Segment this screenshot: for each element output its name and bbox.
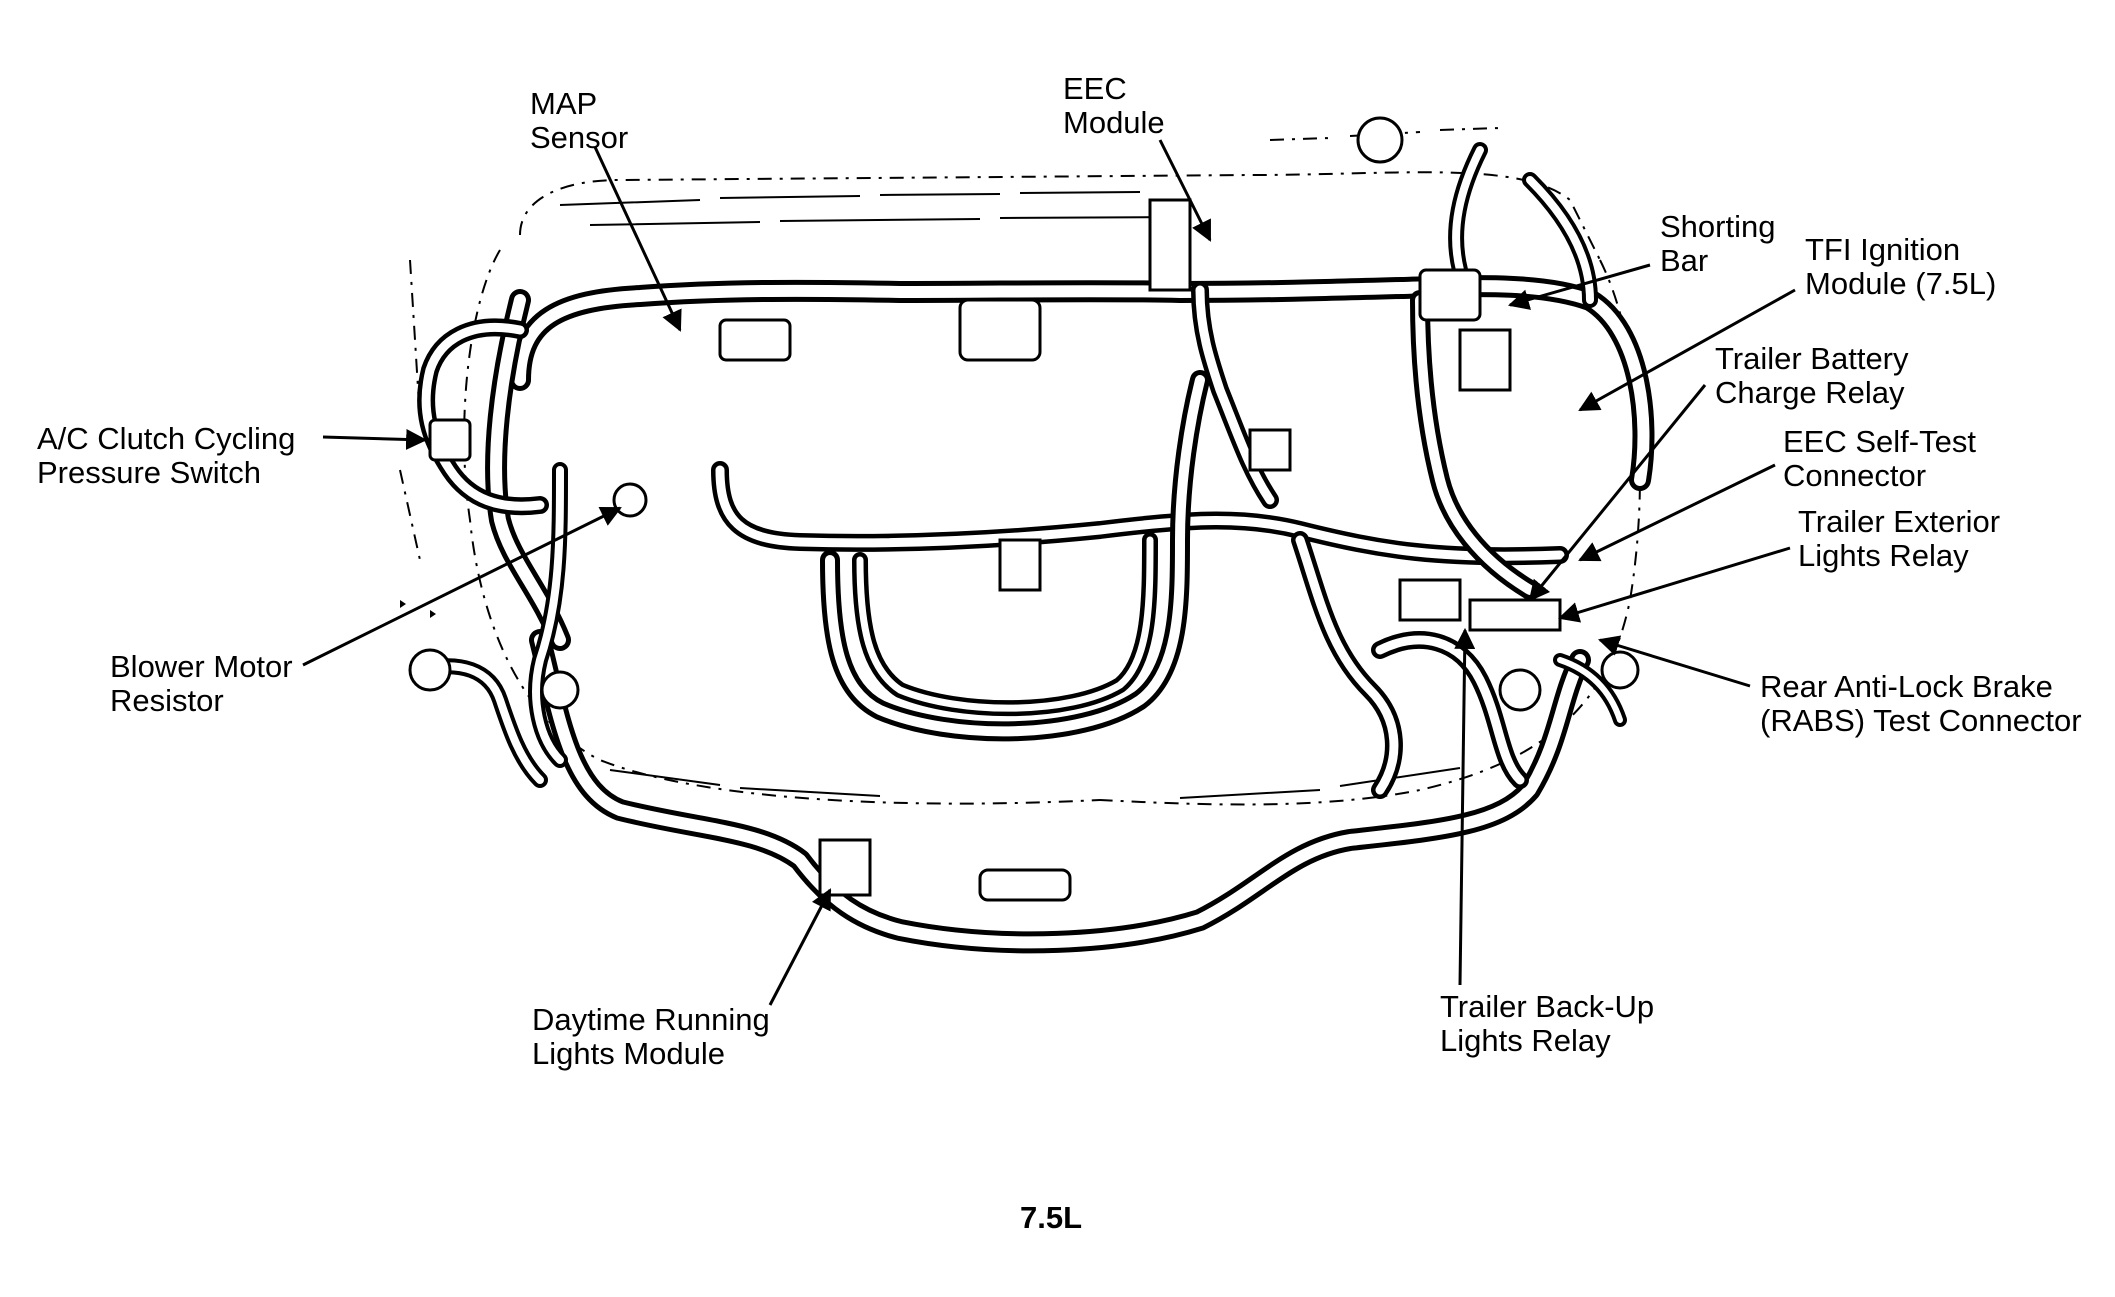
leader-trailer-exterior-lights-relay xyxy=(1557,546,1791,623)
label-trailer-battery-charge-relay: Trailer Battery Charge Relay xyxy=(1715,341,1909,410)
leader-tfi-ignition-module xyxy=(1578,288,1796,412)
label-ac-clutch-cycling-switch: A/C Clutch Cycling Pressure Switch xyxy=(37,421,296,490)
leader-blower-motor-resistor xyxy=(302,506,622,667)
label-trailer-exterior-lights-relay: Trailer Exterior Lights Relay xyxy=(1798,504,2001,573)
components xyxy=(400,116,1640,902)
label-daytime-running-lights-module: Daytime Running Lights Module xyxy=(532,1002,770,1071)
leader-shorting-bar xyxy=(1507,263,1651,310)
label-trailer-backup-lights-relay: Trailer Back-Up Lights Relay xyxy=(1440,989,1655,1058)
label-map-sensor: MAP Sensor xyxy=(530,86,629,155)
leader-rabs-test-connector xyxy=(1597,635,1751,688)
leader-eec-module xyxy=(1158,139,1212,242)
wiring-harness xyxy=(412,142,1655,954)
label-tfi-ignition-module: TFI Ignition Module (7.5L) xyxy=(1805,232,1997,301)
leader-ac-clutch-cycling-switch xyxy=(322,428,428,450)
label-shorting-bar: Shorting Bar xyxy=(1660,209,1776,278)
leader-trailer-backup-lights-relay xyxy=(1454,627,1476,986)
label-blower-motor-resistor: Blower Motor Resistor xyxy=(110,649,293,718)
label-eec-module: EEC Module xyxy=(1063,71,1165,140)
leader-daytime-running-lights-module xyxy=(768,888,832,1006)
leader-map-sensor xyxy=(593,146,682,332)
leader-lines xyxy=(302,139,1796,1006)
leader-eec-self-test-connector xyxy=(1578,463,1776,562)
label-rabs-test-connector: Rear Anti-Lock Brake (RABS) Test Connect… xyxy=(1760,669,2082,738)
leader-trailer-battery-charge-relay xyxy=(1528,384,1707,602)
label-eec-self-test-connector: EEC Self-Test Connector xyxy=(1783,424,1976,493)
engine-caption: 7.5L xyxy=(1020,1200,1083,1235)
